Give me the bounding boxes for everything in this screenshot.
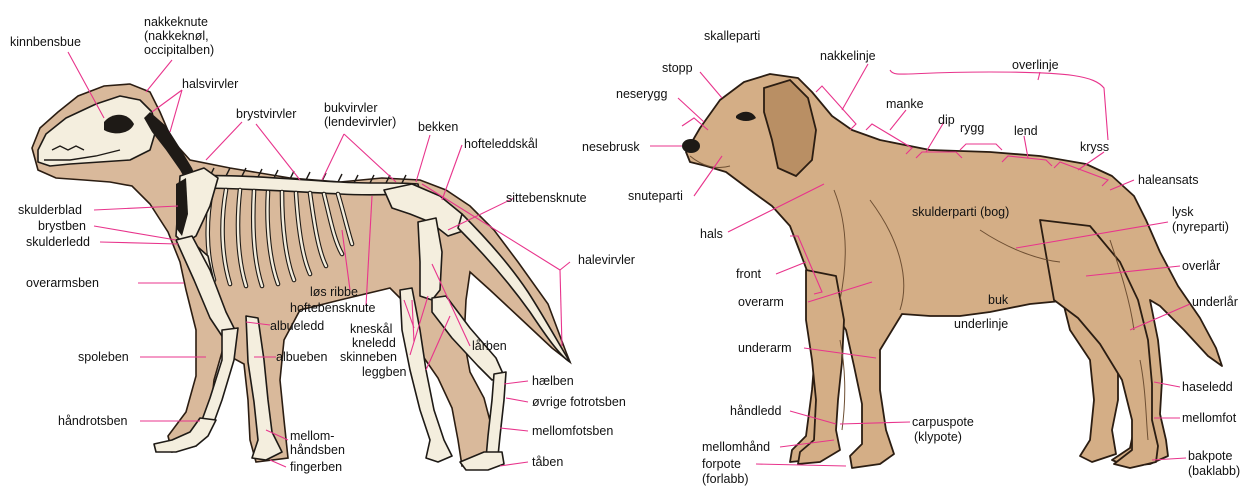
nose bbox=[682, 139, 700, 153]
label-sittebensknute: sittebensknute bbox=[506, 191, 587, 205]
label-kneskal: kneskål bbox=[350, 322, 392, 336]
label-neserygg: neserygg bbox=[616, 87, 667, 101]
label-mellomfotsben: mellomfotsben bbox=[532, 424, 613, 438]
label-haseledd: haseledd bbox=[1182, 380, 1233, 394]
label-underlar: underlår bbox=[1192, 295, 1238, 309]
label-stopp: stopp bbox=[662, 61, 693, 75]
label-handledd: håndledd bbox=[730, 404, 781, 418]
label-brystben: brystben bbox=[38, 219, 86, 233]
label-overarmsben: overarmsben bbox=[26, 276, 99, 290]
label-kryss: kryss bbox=[1080, 140, 1109, 154]
label-manke: manke bbox=[886, 97, 924, 111]
label-front: front bbox=[736, 267, 762, 281]
label-overarm: overarm bbox=[738, 295, 784, 309]
label-skalleparti: skalleparti bbox=[704, 29, 760, 43]
label-rygg: rygg bbox=[960, 121, 984, 135]
label-los-ribbe: løs ribbe bbox=[310, 285, 358, 299]
label-hoftebensknute: hoftebensknute bbox=[290, 301, 376, 315]
label-mellomfot: mellomfot bbox=[1182, 411, 1237, 425]
label-skulderblad: skulderblad bbox=[18, 203, 82, 217]
label-taben: tåben bbox=[532, 455, 563, 469]
label-lysk: lysk bbox=[1172, 205, 1194, 219]
label-skulderparti: skulderparti (bog) bbox=[912, 205, 1009, 219]
label-snuteparti: snuteparti bbox=[628, 189, 683, 203]
label-overlinje: overlinje bbox=[1012, 58, 1059, 72]
label-haleansats: haleansats bbox=[1138, 173, 1198, 187]
label-forpote: forpote bbox=[702, 457, 741, 471]
label-kneledd: kneledd bbox=[352, 336, 396, 350]
label-halsvirvler: halsvirvler bbox=[182, 77, 238, 91]
label-nesebrusk: nesebrusk bbox=[582, 140, 640, 154]
label-underlinje: underlinje bbox=[954, 317, 1008, 331]
label-larben: lårben bbox=[472, 339, 507, 353]
label-underarm: underarm bbox=[738, 341, 792, 355]
near-front-leg bbox=[798, 270, 844, 464]
label-fingerben: fingerben bbox=[290, 460, 342, 474]
label-bakpote: bakpote bbox=[1188, 449, 1233, 463]
label-lysk-line2: (nyreparti) bbox=[1172, 220, 1229, 234]
label-halevirvler: halevirvler bbox=[578, 253, 635, 267]
label-lend: lend bbox=[1014, 124, 1038, 138]
label-bakpote-line2: (baklabb) bbox=[1188, 464, 1240, 478]
label-spoleben: spoleben bbox=[78, 350, 129, 364]
label-nakkeknute-line3: occipitalben) bbox=[144, 43, 214, 57]
label-overlar: overlår bbox=[1182, 259, 1220, 273]
label-lendevirvler: (lendevirvler) bbox=[324, 115, 396, 129]
label-brystvirvler: brystvirvler bbox=[236, 107, 296, 121]
label-haelben: hælben bbox=[532, 374, 574, 388]
label-handrotsben: håndrotsben bbox=[58, 414, 128, 428]
label-albueledd: albueledd bbox=[270, 319, 324, 333]
label-ovrige-fotrotsben: øvrige fotrotsben bbox=[532, 395, 626, 409]
label-kinnbensbue: kinnbensbue bbox=[10, 35, 81, 49]
label-albueben: albueben bbox=[276, 350, 327, 364]
label-hofteleddskal: hofteleddskål bbox=[464, 137, 538, 151]
label-bekken: bekken bbox=[418, 120, 458, 134]
label-carpuspote-line2: (klypote) bbox=[914, 430, 962, 444]
label-buk: buk bbox=[988, 293, 1009, 307]
label-hals: hals bbox=[700, 227, 723, 241]
label-dip: dip bbox=[938, 113, 955, 127]
label-carpuspote: carpuspote bbox=[912, 415, 974, 429]
label-nakkeknute-line2: (nakkeknøl, bbox=[144, 29, 209, 43]
label-mellomhandsben-line2: håndsben bbox=[290, 443, 345, 457]
label-forpote-line2: (forlabb) bbox=[702, 472, 749, 486]
label-bukvirvler: bukvirvler bbox=[324, 101, 378, 115]
label-mellomhand: mellomhånd bbox=[702, 440, 770, 454]
femur bbox=[418, 218, 442, 300]
label-skinneben: skinneben bbox=[340, 350, 397, 364]
label-nakkelinje: nakkelinje bbox=[820, 49, 876, 63]
label-nakkeknute: nakkeknute bbox=[144, 15, 208, 29]
label-mellomhandsben: mellom- bbox=[290, 429, 334, 443]
label-leggben: leggben bbox=[362, 365, 407, 379]
label-skulderledd: skulderledd bbox=[26, 235, 90, 249]
